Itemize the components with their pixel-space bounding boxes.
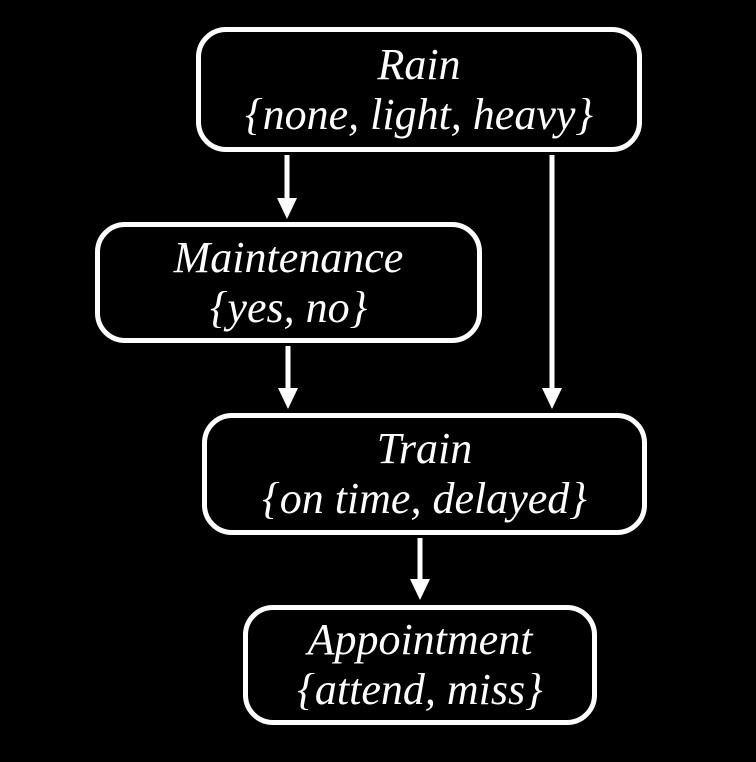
node-train-domain: {on time, delayed} [262, 474, 587, 523]
edge-train-to-appointment [410, 538, 430, 600]
node-maintenance-title: Maintenance [173, 232, 404, 282]
node-train: Train {on time, delayed} [202, 413, 647, 535]
node-train-title: Train [376, 424, 473, 473]
edge-rain-to-train-arrowhead-icon [542, 388, 562, 409]
node-appointment-domain: {attend, miss} [297, 665, 543, 714]
edge-maintenance-to-train-arrowhead-icon [278, 388, 298, 409]
edge-rain-to-maintenance [277, 155, 297, 219]
edge-rain-to-maintenance-arrowhead-icon [277, 198, 297, 219]
node-appointment-title: Appointment [307, 615, 533, 664]
node-appointment: Appointment {attend, miss} [243, 605, 597, 725]
node-rain-domain: {none, light, heavy} [245, 89, 593, 139]
edge-maintenance-to-train [278, 346, 298, 409]
edge-rain-to-train [542, 155, 562, 409]
edge-train-to-appointment-arrowhead-icon [410, 579, 430, 600]
node-rain: Rain {none, light, heavy} [196, 27, 642, 152]
node-rain-title: Rain [377, 39, 461, 89]
node-maintenance-domain: {yes, no} [209, 282, 368, 332]
node-maintenance: Maintenance {yes, no} [95, 222, 482, 343]
